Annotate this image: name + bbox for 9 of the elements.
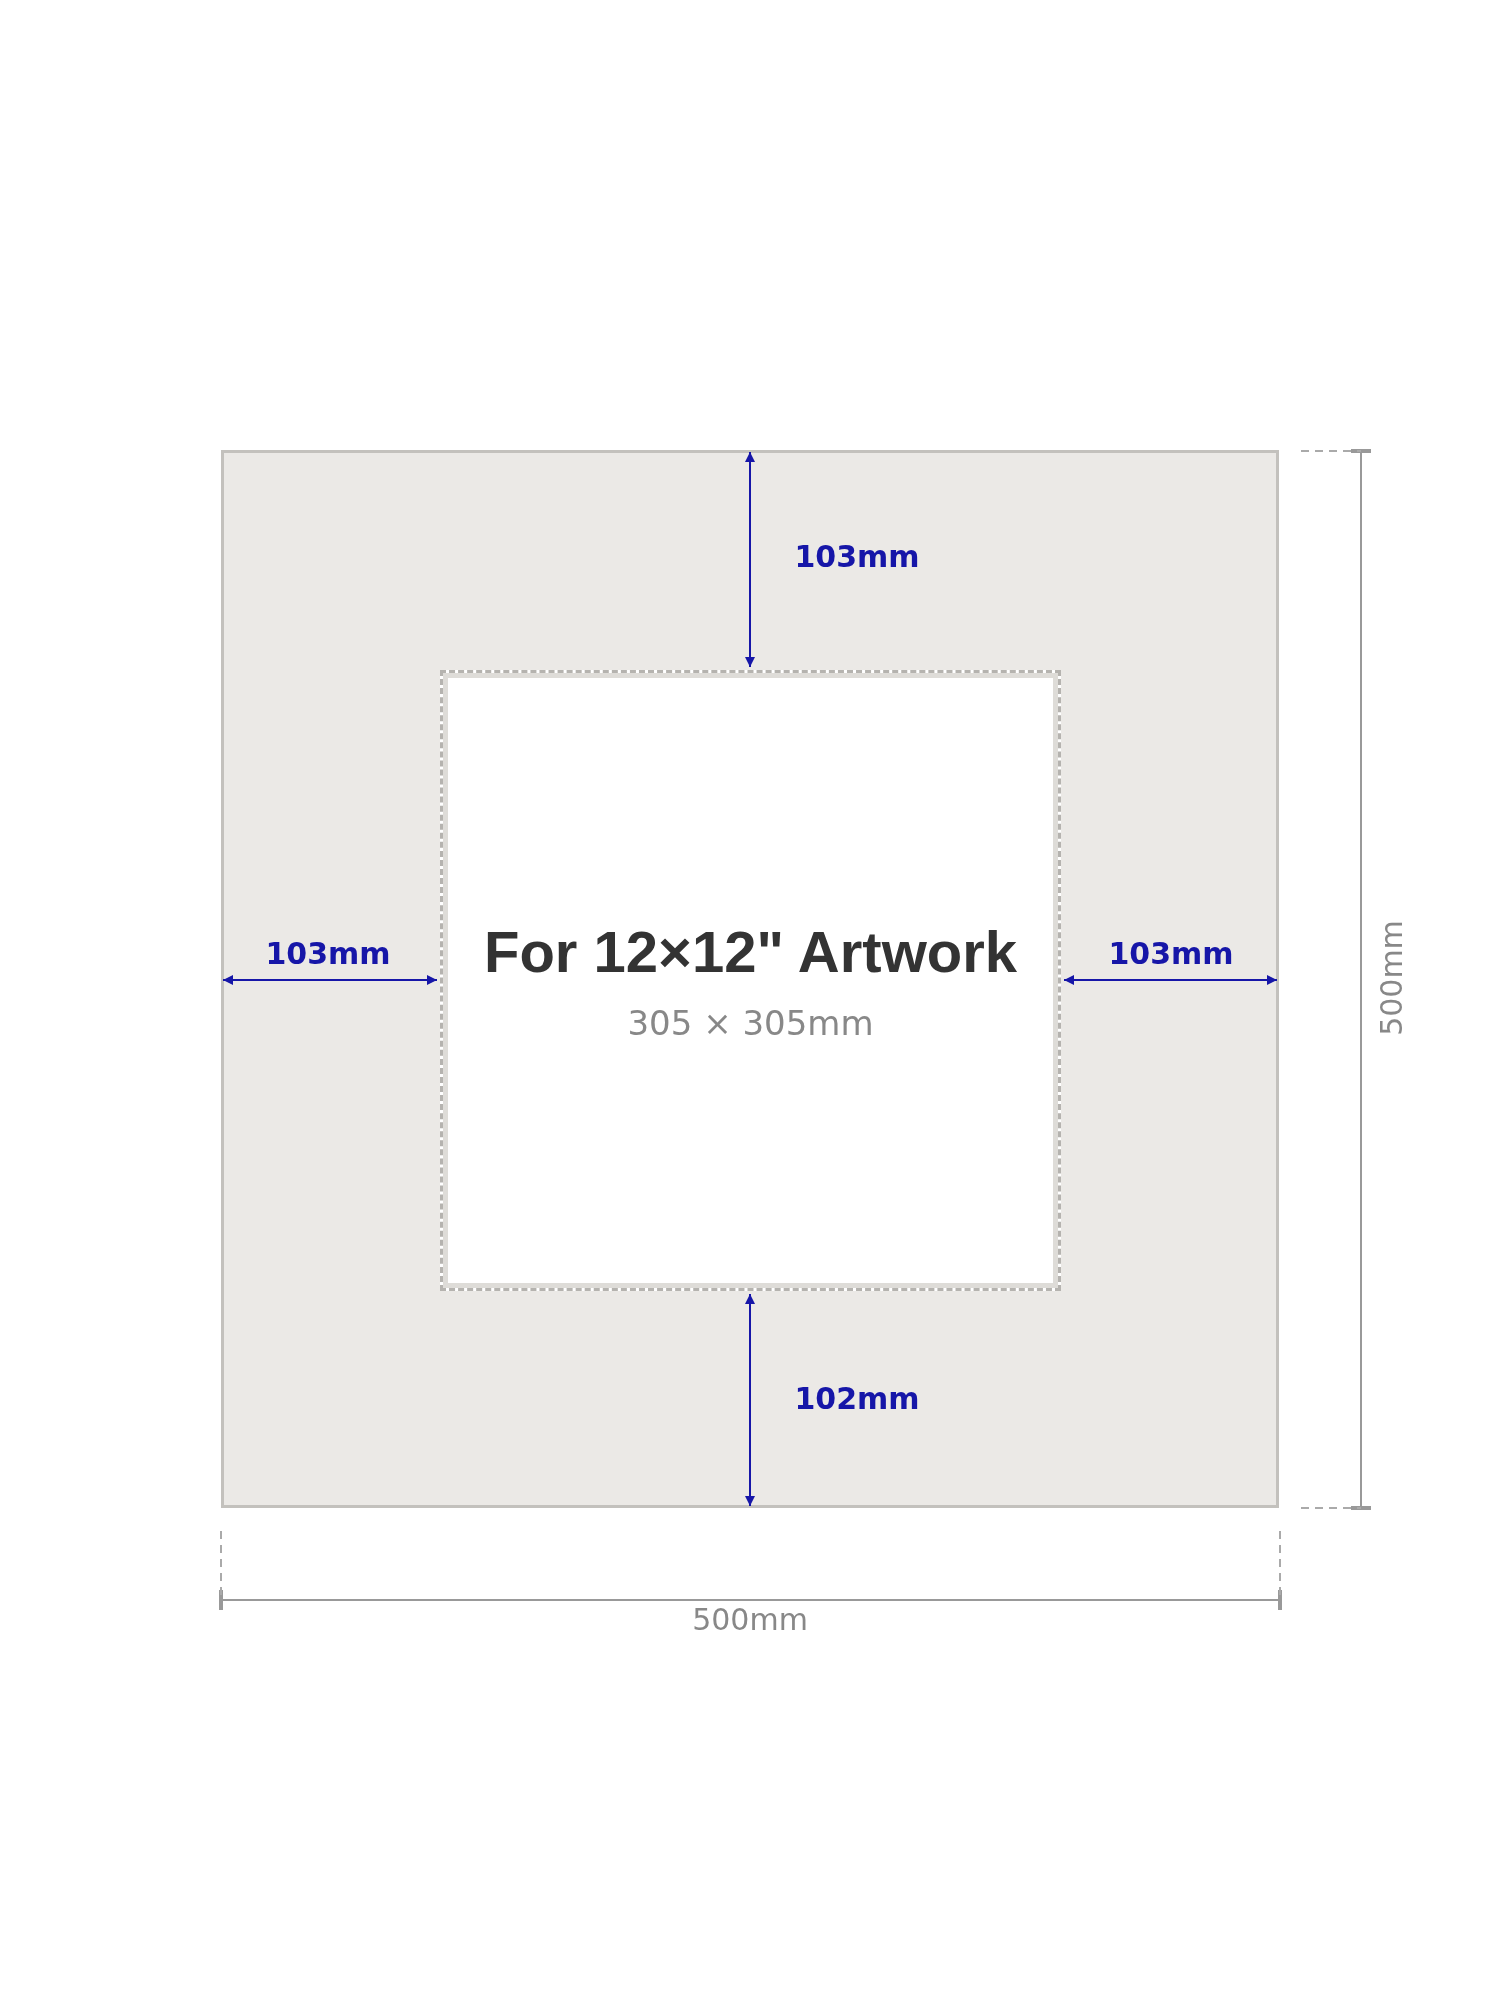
dimension-label: 103mm: [794, 542, 920, 572]
artwork-opening: [440, 670, 1061, 1291]
dimension-label: 500mm: [1377, 920, 1407, 1036]
opening-size: 305 × 305mm: [627, 1003, 874, 1043]
dimension-label: 500mm: [692, 1605, 808, 1635]
opening-title: For 12×12" Artwork: [483, 918, 1017, 985]
dimension-label: 103mm: [1108, 939, 1234, 969]
dimension-label: 102mm: [794, 1384, 920, 1414]
dimension-label: 103mm: [265, 939, 391, 969]
